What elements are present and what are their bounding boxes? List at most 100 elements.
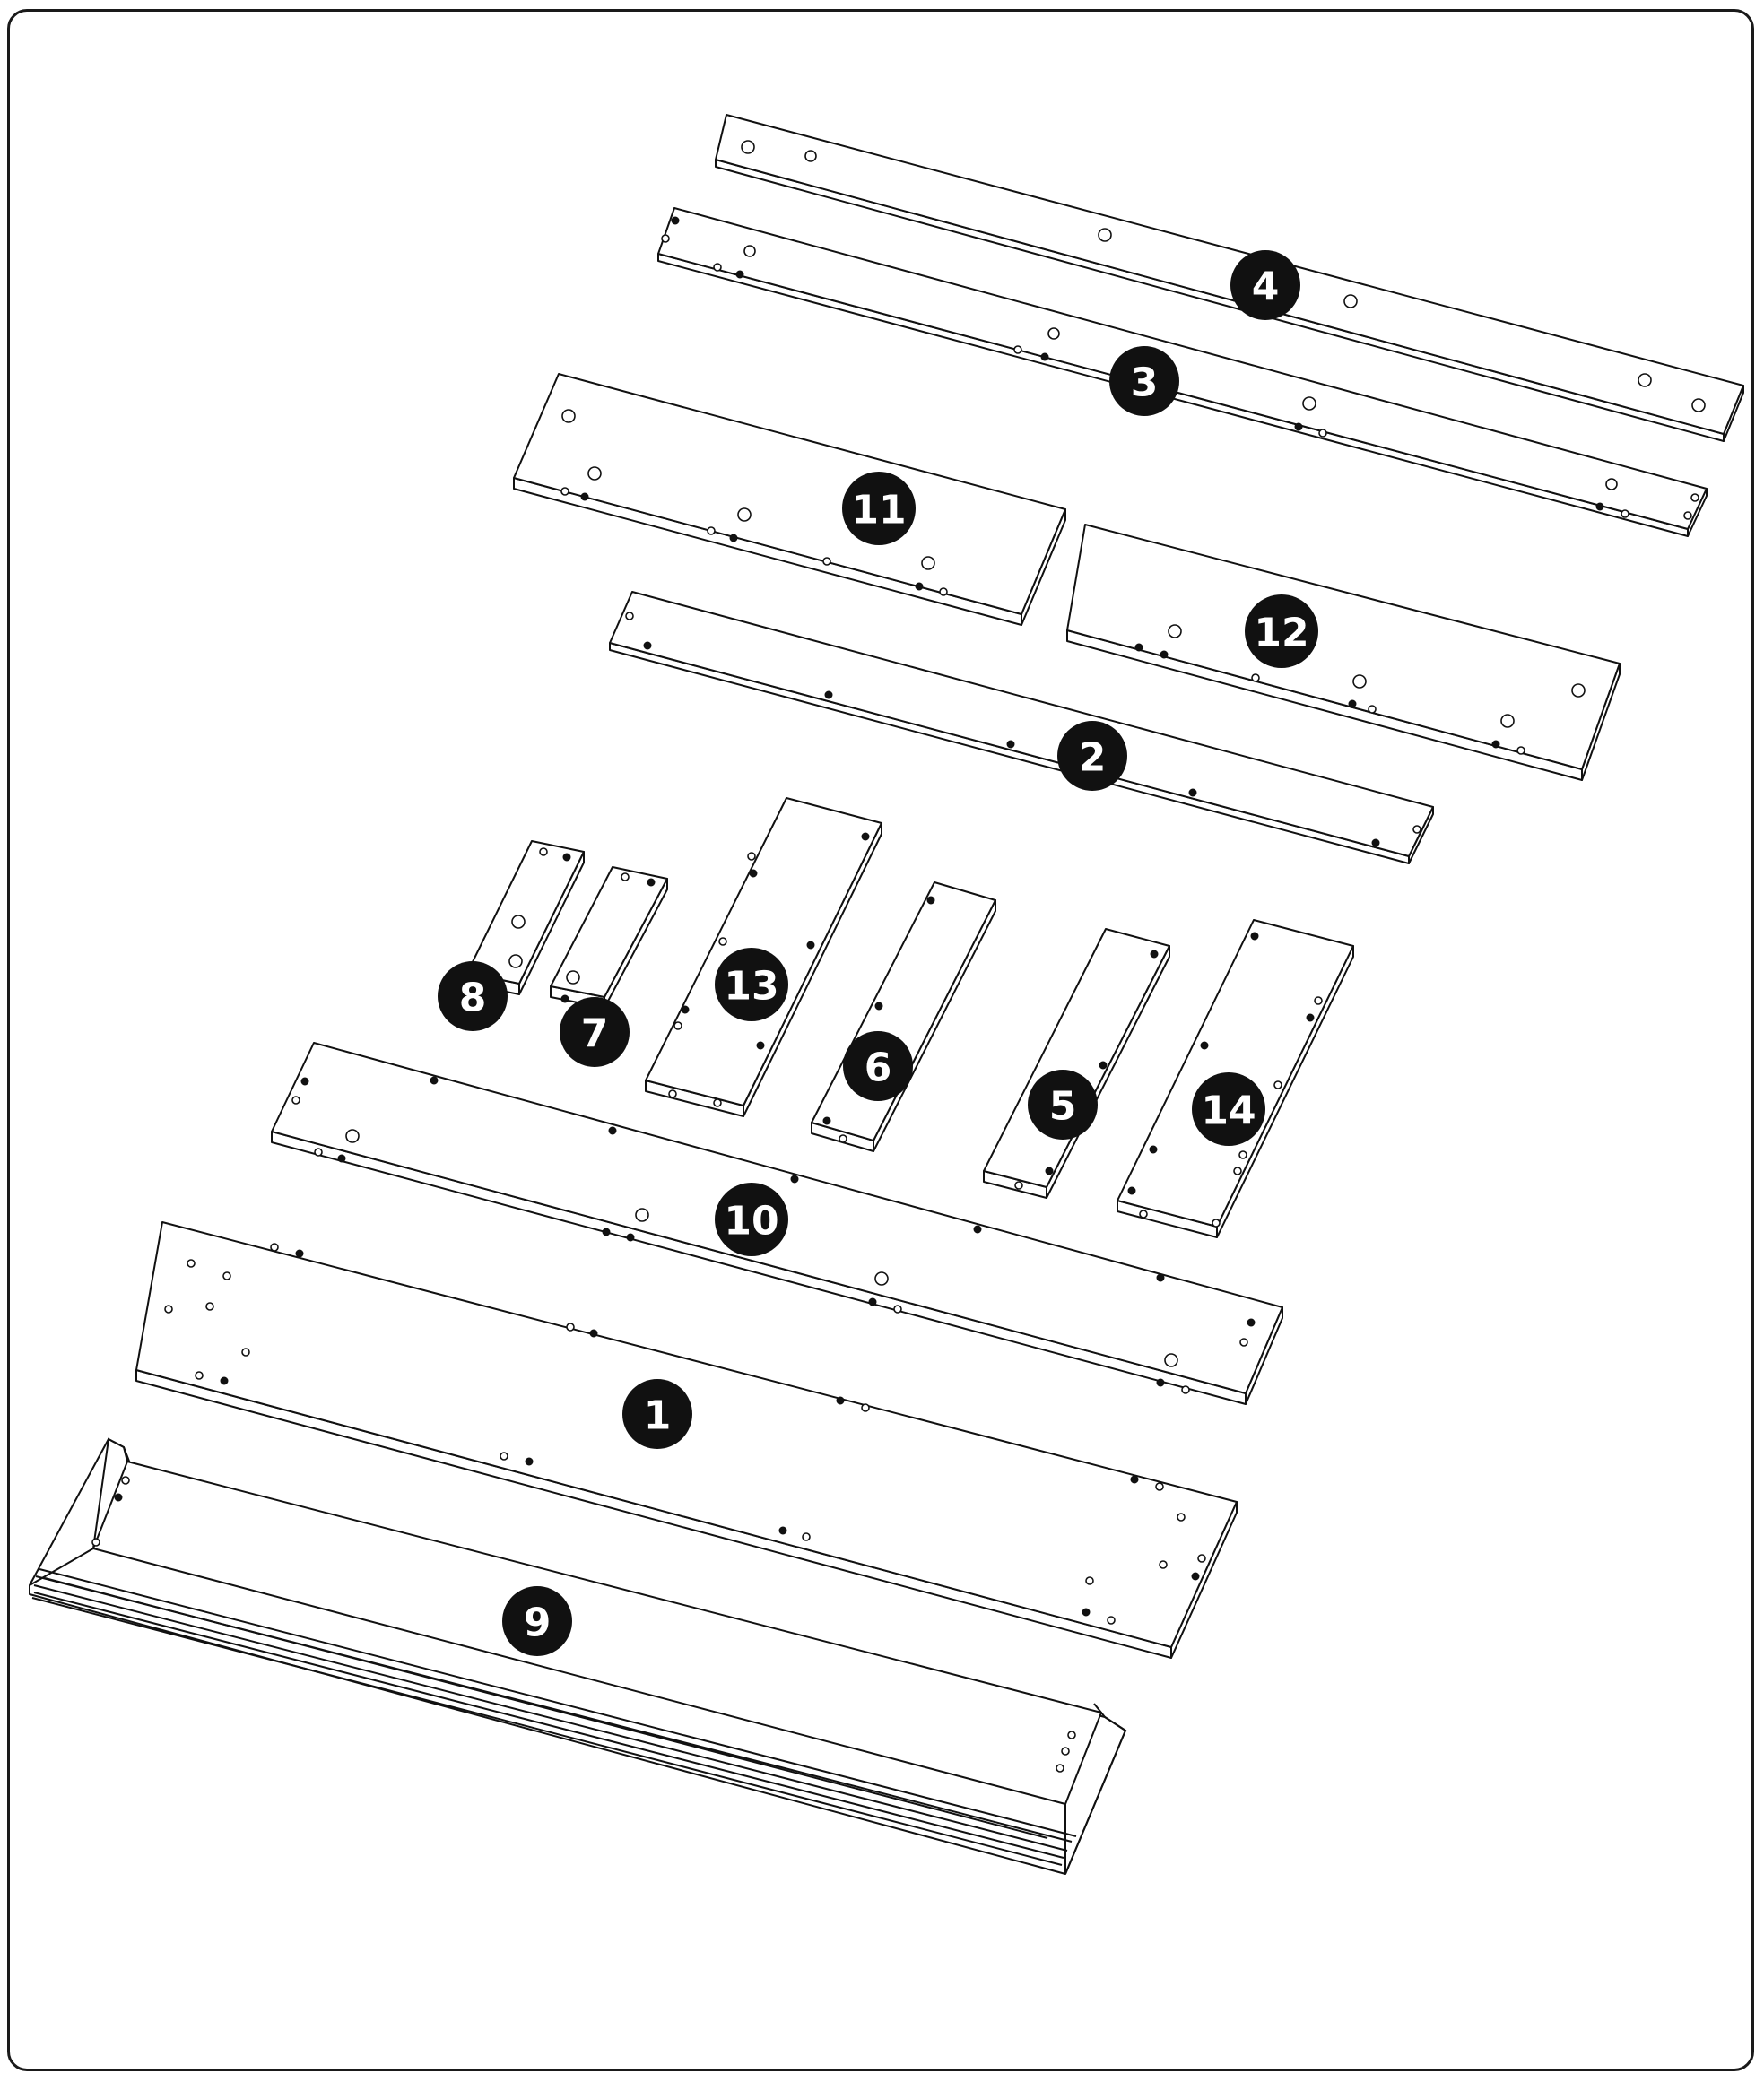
part-12-hole [1348, 699, 1357, 708]
part-12-hole [1491, 740, 1500, 749]
part-12-hole [1134, 643, 1143, 652]
part-8-hole [508, 954, 523, 968]
part-1-hole [295, 1249, 304, 1258]
part-1-hole [802, 1532, 811, 1541]
part-3-hole [735, 270, 744, 279]
part-12 [1066, 524, 1621, 781]
part-9-hole [91, 1538, 100, 1547]
part-5-hole [1045, 1167, 1054, 1175]
part-6-badge-circle [843, 1031, 913, 1101]
part-9-badge-circle [502, 1586, 572, 1656]
part-9-molding-line [44, 1577, 1048, 1839]
part-6-hole [839, 1134, 847, 1143]
part-1-hole [836, 1396, 845, 1405]
part-11-hole [580, 492, 589, 501]
part-6-hole [822, 1116, 831, 1125]
part-11-hole [560, 487, 569, 496]
part-1-hole [1130, 1475, 1139, 1484]
part-10-hole [1181, 1385, 1190, 1394]
part-3-hole [743, 245, 756, 257]
part-6-hole [874, 1002, 883, 1011]
part-14-hole [1273, 1080, 1282, 1089]
part-14-badge: 14 [1192, 1072, 1265, 1146]
part-1-hole [566, 1323, 575, 1332]
part-3-hole [713, 263, 722, 272]
part-1-hole [1082, 1608, 1091, 1617]
part-3-hole [1040, 352, 1049, 361]
part-10-hole [1164, 1353, 1178, 1367]
part-4-hole [1691, 398, 1706, 412]
part-5-face [983, 928, 1170, 1188]
part-11-badge-circle [842, 472, 916, 545]
part-3-hole [1013, 345, 1022, 354]
part-7-number: 7 [581, 1011, 609, 1057]
part-13-hole [806, 941, 815, 950]
part-10-hole [973, 1225, 982, 1234]
part-1-hole [1155, 1482, 1164, 1491]
part-5-number: 5 [1049, 1084, 1077, 1130]
part-1-hole [270, 1243, 279, 1252]
part-2-hole [824, 690, 833, 699]
part-1-hole [220, 1376, 229, 1385]
part-10-hole [1239, 1338, 1248, 1347]
part-11-hole [707, 526, 716, 535]
part-12-hole [1160, 650, 1169, 659]
part-10-hole [635, 1208, 649, 1222]
part-3-badge: 3 [1109, 346, 1179, 416]
part-1-face [135, 1221, 1238, 1648]
part-14-hole [1233, 1167, 1242, 1175]
part-4-badge: 4 [1230, 250, 1300, 320]
part-3-hole [1047, 327, 1060, 340]
part-10-hole [314, 1148, 323, 1157]
part-13-hole [861, 832, 870, 841]
part-1-hole [1085, 1576, 1094, 1585]
part-14-hole [1250, 932, 1259, 941]
part-11-hole [587, 466, 602, 481]
part-3-hole [1318, 429, 1327, 438]
part-10-hole [868, 1297, 877, 1306]
part-12-face [1066, 524, 1621, 770]
part-7-badge-circle [560, 997, 630, 1067]
part-12-hole [1368, 705, 1377, 714]
part-1-hole [861, 1403, 870, 1412]
part-12-hole [1168, 624, 1182, 638]
part-7-hole [621, 872, 630, 881]
part-13-hole [747, 852, 756, 861]
part-10-hole [291, 1096, 300, 1105]
part-9-hole [1056, 1764, 1064, 1773]
part-11-badge: 11 [842, 472, 916, 545]
part-8-hole [511, 915, 526, 929]
part-13-hole [668, 1089, 677, 1098]
part-10-hole [874, 1271, 889, 1286]
part-11-hole [737, 507, 752, 522]
part-13-hole [713, 1098, 722, 1107]
part-10-hole [602, 1228, 611, 1236]
part-1-hole [500, 1452, 508, 1461]
part-9-hole [1067, 1731, 1076, 1739]
part-9-molding-line [33, 1592, 1064, 1859]
part-10-hole [337, 1154, 346, 1163]
part-10-hole [626, 1233, 635, 1242]
part-10-hole [893, 1305, 902, 1314]
part-10-hole [1156, 1273, 1165, 1282]
part-5-hole [1014, 1181, 1023, 1190]
part-1-hole [241, 1348, 250, 1357]
part-1-hole [222, 1271, 231, 1280]
part-13-hole [718, 937, 727, 946]
part-4-hole [804, 150, 817, 162]
part-7-face [550, 866, 668, 998]
part-1-hole [589, 1329, 598, 1338]
part-11-hole [921, 556, 935, 570]
part-9-badge: 9 [502, 1586, 572, 1656]
part-1-hole [1107, 1616, 1116, 1625]
part-11-hole [729, 534, 738, 542]
part-14-hole [1149, 1145, 1158, 1154]
part-3-hole [1595, 502, 1604, 511]
part-9 [29, 1437, 1127, 1875]
part-4 [715, 114, 1744, 442]
part-5-hole [1150, 950, 1159, 959]
part-8-number: 8 [459, 976, 487, 1021]
part-1-hole [778, 1526, 787, 1535]
part-11 [513, 373, 1066, 626]
